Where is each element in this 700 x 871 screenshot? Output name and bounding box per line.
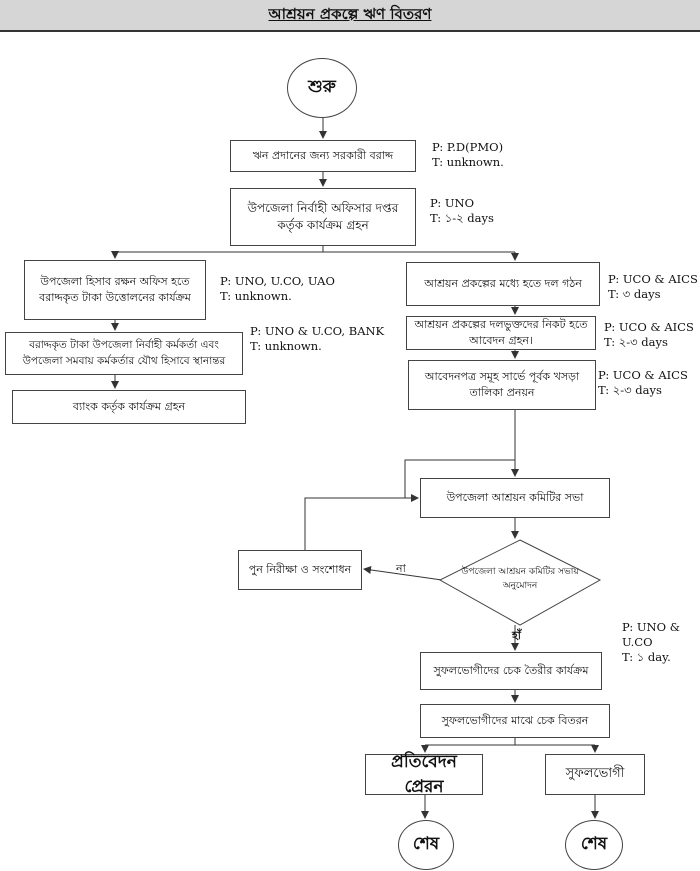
step-draft-list: আবেদনপত্র সমূহ সার্ভে পূর্বক খসড়া তালিক… bbox=[408, 360, 596, 410]
step-send-report: প্রতিবেদন প্রেরন bbox=[365, 752, 483, 797]
end-node-report: শেষ bbox=[398, 820, 454, 870]
step-review-correction: পুন নিরীক্ষা ও সংশোধন bbox=[238, 550, 362, 590]
note-draft-list: P: UCO & AICS T: ২-৩ days bbox=[598, 368, 688, 397]
end-node-beneficiary: শেষ bbox=[565, 820, 623, 870]
step-bank-action: ব্যাংক কর্তৃক কার্যক্রম গ্রহন bbox=[12, 390, 246, 424]
no-label: না bbox=[396, 562, 406, 575]
step-joint-transfer: বরাদ্দকৃত টাকা উপজেলা নির্বাহী কর্মকর্তা… bbox=[5, 332, 243, 375]
step-cheque-preparation: সুফলভোগীদের চেক তৈরীর কার্যক্রম bbox=[420, 652, 602, 690]
note-cheque: P: UNO & U.CO T: ১ day. bbox=[622, 620, 680, 664]
note-transfer: P: UNO & U.CO, BANK T: unknown. bbox=[250, 324, 385, 353]
start-node: শুরু bbox=[287, 58, 357, 118]
note-allocation: P: P.D(PMO) T: unknown. bbox=[432, 140, 504, 169]
step-receive-applications: আশ্রয়ন প্রকল্পের দলভুক্তদের নিকট হতে আব… bbox=[406, 316, 596, 350]
end-label: শেষ bbox=[412, 834, 440, 854]
note-uno: P: UNO T: ১-২ days bbox=[430, 196, 494, 225]
decision-diamond bbox=[438, 539, 602, 626]
note-withdraw: P: UNO, U.CO, UAO T: unknown. bbox=[220, 274, 335, 303]
note-group: P: UCO & AICS T: ৩ days bbox=[608, 272, 698, 301]
step-withdraw-funds: উপজেলা হিসাব রক্ষন অফিস হতে বরাদ্দকৃত টা… bbox=[24, 260, 206, 320]
step-group-formation: আশ্রয়ন প্রকল্পের মধ্যে হতে দল গঠন bbox=[406, 262, 600, 306]
start-label: শুরু bbox=[308, 77, 336, 97]
flowchart-title: আশ্রয়ন প্রকল্পে ঋণ বিতরণ bbox=[0, 0, 700, 32]
step-govt-allocation: ঋন প্রদানের জন্য সরকারী বরাদ্দ bbox=[230, 140, 416, 172]
step-committee-meeting: উপজেলা আশ্রয়ন কমিটির সভা bbox=[420, 478, 610, 518]
note-applications: P: UCO & AICS T: ২-৩ days bbox=[604, 320, 694, 349]
yes-label: হাঁ bbox=[512, 629, 521, 642]
end-label: শেষ bbox=[580, 834, 608, 854]
decision-approval-label: উপজেলা আশ্রয়ন কমিটির সভায় অনুমোদন bbox=[461, 567, 579, 591]
step-cheque-distribution: সুফলভোগীদের মাঝে চেক বিতরন bbox=[420, 704, 610, 738]
step-uno-action: উপজেলা নির্বাহী অফিসার দপ্তর কর্তৃক কার্… bbox=[230, 188, 416, 246]
step-beneficiary: সুফলভোগী bbox=[545, 754, 645, 795]
